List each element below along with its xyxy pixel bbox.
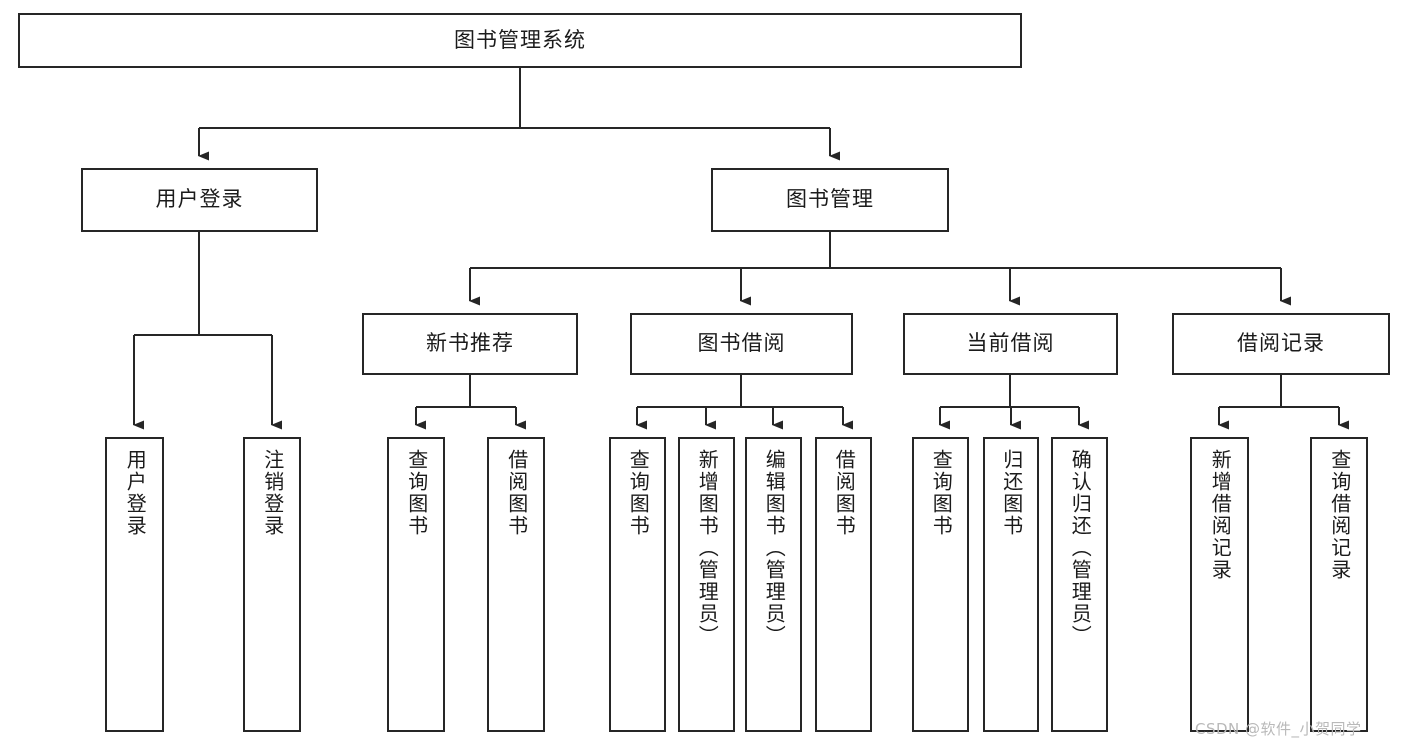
node-label: 图书管理系统	[454, 27, 586, 52]
leaf-borrow-book[interactable]: 借阅图书	[815, 437, 872, 732]
leaf-user-login[interactable]: 用户登录	[105, 437, 164, 732]
leaf-return-book[interactable]: 归还图书	[983, 437, 1039, 732]
node-label: 当前借阅	[966, 331, 1055, 356]
node-new-book-recommend[interactable]: 新书推荐	[362, 313, 578, 375]
node-label: 查询图书	[626, 449, 651, 537]
leaf-query-book-current[interactable]: 查询图书	[912, 437, 969, 732]
node-label: 借阅图书	[832, 449, 857, 537]
node-borrow-record[interactable]: 借阅记录	[1172, 313, 1390, 375]
node-label: 新书推荐	[426, 331, 514, 356]
watermark-text: CSDN @软件_小贺同学	[1195, 720, 1362, 738]
node-label: 借阅记录	[1237, 331, 1325, 356]
node-label: 新增图书（管理员）	[695, 449, 720, 647]
node-label: 借阅图书	[504, 449, 529, 537]
node-label: 注销登录	[260, 449, 285, 537]
node-label: 查询图书	[929, 449, 954, 537]
node-book-borrow[interactable]: 图书借阅	[630, 313, 853, 375]
node-label: 确认归还（管理员）	[1068, 449, 1093, 647]
leaf-add-book-admin[interactable]: 新增图书（管理员）	[678, 437, 735, 732]
node-label: 查询图书	[404, 449, 429, 537]
leaf-edit-book-admin[interactable]: 编辑图书（管理员）	[745, 437, 802, 732]
csdn-watermark: CSDN @软件_小贺同学	[1195, 718, 1362, 739]
leaf-query-book-new-recommend[interactable]: 查询图书	[387, 437, 445, 732]
node-book-manage[interactable]: 图书管理	[711, 168, 949, 232]
node-label: 编辑图书（管理员）	[762, 449, 787, 647]
node-root-book-management-system[interactable]: 图书管理系统	[18, 13, 1022, 68]
node-user-login[interactable]: 用户登录	[81, 168, 318, 232]
leaf-logout[interactable]: 注销登录	[243, 437, 301, 732]
node-label: 图书借阅	[697, 331, 786, 356]
leaf-query-borrow-record[interactable]: 查询借阅记录	[1310, 437, 1368, 732]
node-label: 查询借阅记录	[1327, 449, 1352, 581]
leaf-query-book-borrow[interactable]: 查询图书	[609, 437, 666, 732]
node-label: 用户登录	[123, 449, 148, 537]
leaf-confirm-return-admin[interactable]: 确认归还（管理员）	[1051, 437, 1108, 732]
node-label: 用户登录	[155, 187, 244, 212]
node-label: 新增借阅记录	[1208, 449, 1233, 581]
node-current-borrow[interactable]: 当前借阅	[903, 313, 1118, 375]
node-label: 图书管理	[786, 187, 874, 212]
leaf-add-borrow-record[interactable]: 新增借阅记录	[1190, 437, 1249, 732]
leaf-borrow-book-new-recommend[interactable]: 借阅图书	[487, 437, 545, 732]
node-label: 归还图书	[999, 449, 1024, 537]
